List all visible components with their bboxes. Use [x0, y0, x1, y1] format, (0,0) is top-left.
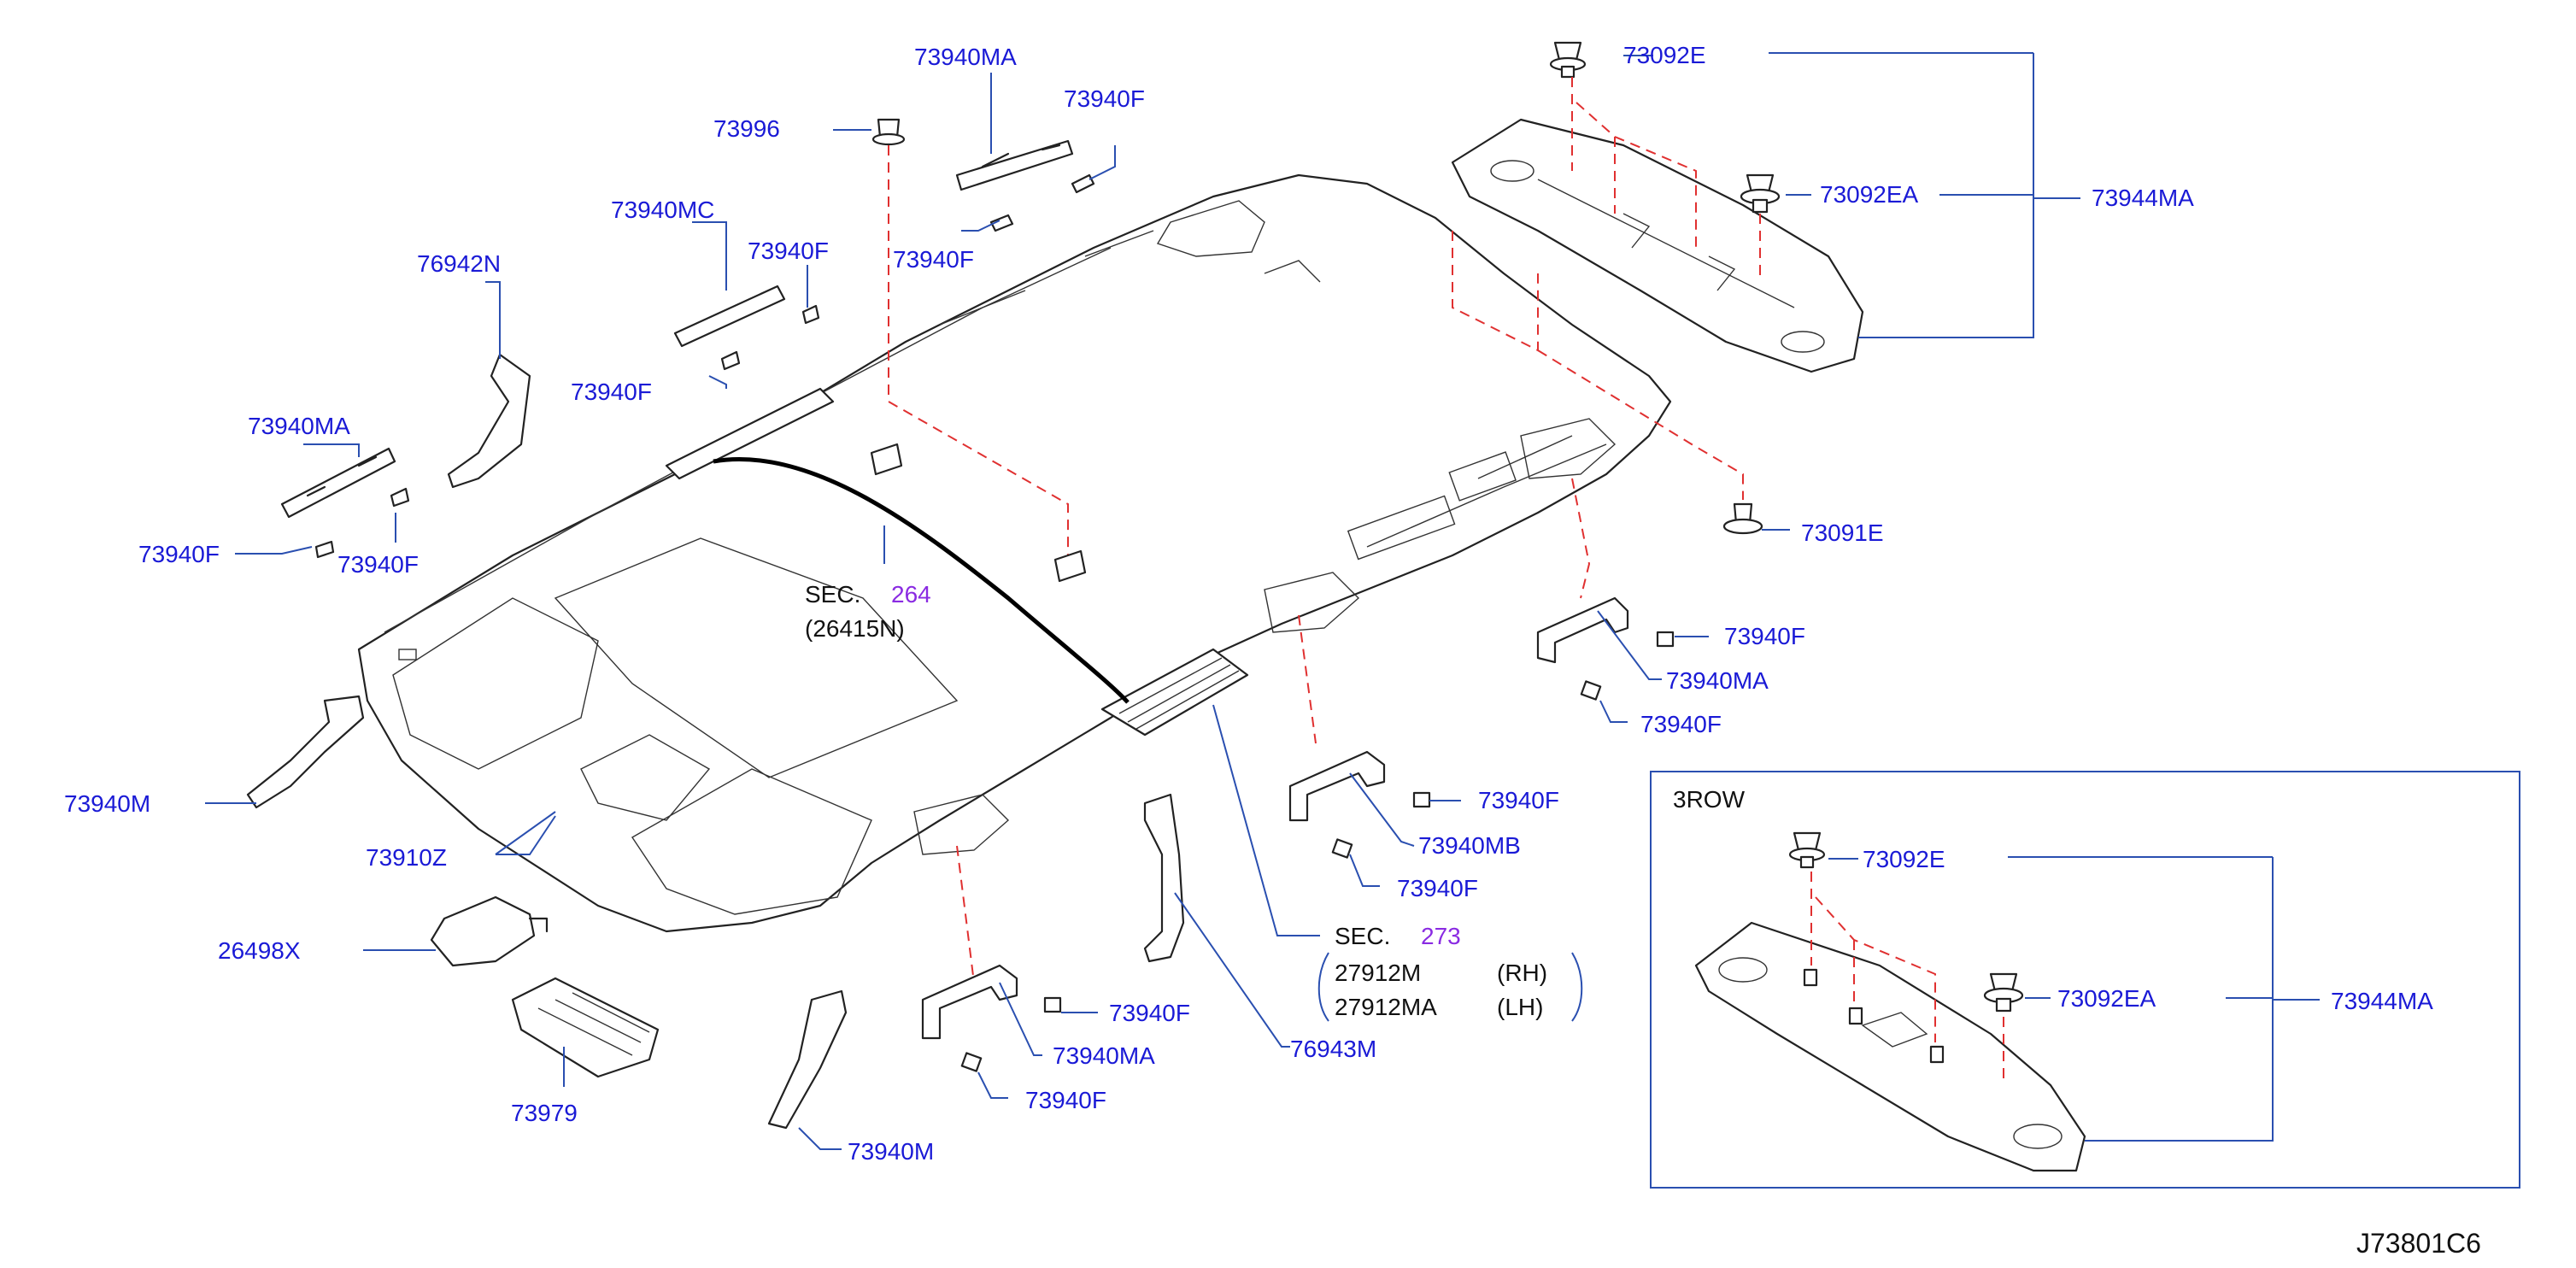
label-73940F-i: 73940F — [1397, 875, 1478, 901]
label-73940MC: 73940MC — [611, 197, 714, 223]
label-76943M: 76943M — [1290, 1036, 1376, 1062]
inset-clip-73092EA — [1983, 972, 2024, 1013]
label-73940F-e: 73940F — [337, 551, 419, 578]
label-73940MB: 73940MB — [1418, 832, 1521, 859]
cap-73940F-i — [1331, 838, 1353, 859]
cap-73940F-k — [960, 1052, 983, 1072]
roof-trim-panel-73944MA — [1451, 118, 1864, 373]
cap-73940F-b — [720, 350, 741, 371]
label-73940MA-mid: 73940MA — [1053, 1042, 1155, 1069]
assist-grip-73940MA-left — [280, 447, 396, 519]
assist-grip-76943M — [1143, 793, 1185, 963]
assist-grip-76942N — [447, 353, 531, 489]
label-73944MA: 73944MA — [2092, 185, 2194, 211]
inset-title: 3ROW — [1673, 786, 1746, 813]
sec273-row2-part: 27912MA — [1335, 994, 1437, 1020]
inset-leader-lines — [1828, 856, 2320, 1142]
label-73940F-d: 73940F — [138, 541, 220, 567]
label-73091E: 73091E — [1801, 520, 1884, 546]
cap-73940F-top — [1071, 173, 1095, 194]
sec273-row2-side: (LH) — [1497, 994, 1543, 1020]
bracket-26498X — [430, 895, 549, 967]
section-273-callout: SEC. 273 27912M (RH) 27912MA (LH) — [1335, 923, 1547, 1020]
label-26498X: 26498X — [218, 937, 301, 964]
brace-right — [1571, 952, 1583, 1022]
section-264-callout: SEC. 264 (26415N) — [805, 581, 931, 642]
sec273-row1-side: (RH) — [1497, 960, 1547, 986]
label-73940MA-left: 73940MA — [248, 413, 350, 439]
cap-73940F-mid — [989, 214, 1014, 232]
label-73940F-k: 73940F — [1025, 1087, 1106, 1113]
label-73092E: 73092E — [1623, 42, 1706, 68]
leader-lines — [205, 52, 2080, 1150]
cap-73940F-f — [1656, 631, 1675, 648]
inset-roof-trim-panel — [1694, 921, 2086, 1172]
label-73940F-g: 73940F — [1640, 711, 1722, 737]
cover-73979 — [511, 977, 660, 1078]
label-73940M-left: 73940M — [64, 790, 150, 817]
sec273-prefix: SEC. — [1335, 923, 1390, 949]
clip-73092EA — [1740, 173, 1781, 214]
sec273-number: 273 — [1421, 923, 1461, 949]
label-73940F-h: 73940F — [1478, 787, 1559, 813]
label-73940F-top: 73940F — [1064, 85, 1145, 112]
cap-73940F-j — [1043, 996, 1062, 1013]
inset-guide-lines — [1810, 872, 2004, 1085]
label-73940M-bottom: 73940M — [848, 1138, 934, 1165]
assist-grip-73940MC — [673, 285, 786, 348]
cap-73940F-d — [314, 540, 335, 559]
label-73940MA-top: 73940MA — [914, 44, 1017, 70]
diagram-code: J73801C6 — [2356, 1228, 2481, 1259]
label-76942N: 76942N — [417, 250, 501, 277]
label-73996: 73996 — [713, 115, 780, 142]
part-labels: 73940MA 73940F 73996 73940F 73940MC 7394… — [64, 42, 2194, 1165]
bracket-a — [870, 443, 903, 476]
headliner-73910Z — [357, 173, 1672, 933]
label-73092EA: 73092EA — [1820, 181, 1919, 208]
label-73940F-upper: 73940F — [893, 246, 974, 273]
assist-grip-73940M-bottom — [767, 989, 848, 1130]
inset-labels: 3ROW 73092E 73092EA 73944MA — [1673, 786, 2433, 1014]
inset-label-73092E: 73092E — [1863, 846, 1945, 872]
sec264-sub: (26415N) — [805, 615, 905, 642]
cap-73940F-a — [801, 304, 820, 325]
assist-grip-73940MA-right — [1536, 596, 1629, 664]
label-73940F-c: 73940F — [571, 379, 652, 405]
cap-73940F-g — [1580, 680, 1602, 701]
label-73940MA-right: 73940MA — [1666, 667, 1769, 694]
clip-73996 — [871, 118, 906, 146]
inset-label-73092EA: 73092EA — [2057, 985, 2156, 1012]
clip-73091E — [1722, 502, 1763, 535]
inset-clip-73092E — [1788, 831, 1826, 869]
sec273-row1-part: 27912M — [1335, 960, 1421, 986]
assist-grip-73940MA-top — [955, 139, 1074, 191]
bracket-b — [1053, 549, 1087, 583]
clip-73092E — [1549, 41, 1587, 79]
label-73940F-j: 73940F — [1109, 1000, 1190, 1026]
assist-grip-73940MB — [1288, 750, 1386, 822]
sec264-number: 264 — [891, 581, 931, 608]
cap-73940F-c — [390, 487, 410, 508]
assist-grip-73940MA-mid — [921, 964, 1018, 1040]
label-73940F-f: 73940F — [1724, 623, 1805, 649]
assist-grip-73940M-left — [246, 695, 365, 809]
cap-73940F-h — [1412, 791, 1431, 808]
inset-box-3row — [1650, 771, 2520, 1189]
sec264-prefix: SEC. — [805, 581, 860, 608]
label-73910Z: 73910Z — [366, 844, 447, 871]
label-73979: 73979 — [511, 1100, 578, 1126]
inset-label-73944MA: 73944MA — [2331, 988, 2433, 1014]
assembly-guide-lines — [888, 77, 1761, 983]
wire-harness-26415N — [713, 456, 1130, 704]
brace-left — [1317, 952, 1329, 1022]
label-73940F-mc: 73940F — [748, 238, 829, 264]
